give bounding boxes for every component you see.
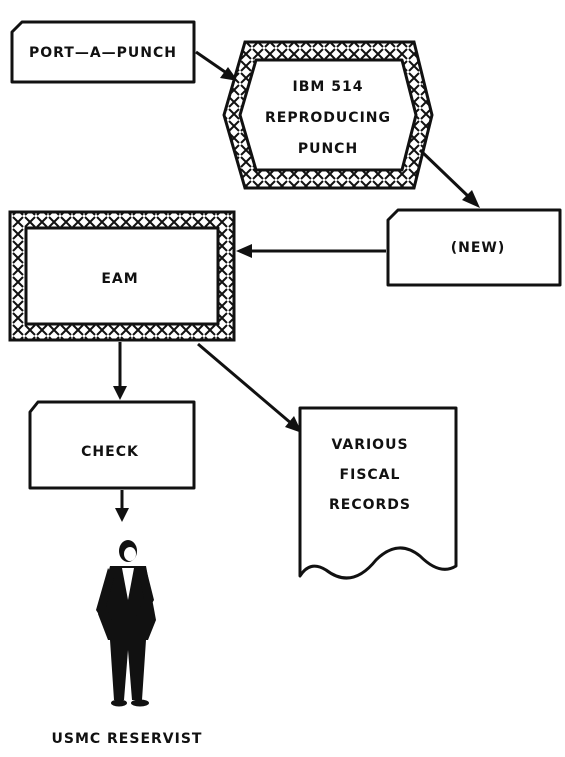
arrow-eam-to-fiscal-records <box>197 342 302 433</box>
arrow-eam-to-check <box>113 342 127 400</box>
fiscal-records-line-2: FISCAL <box>340 467 401 483</box>
eam-label: EAM <box>101 271 138 287</box>
ibm-514-line-1: IBM 514 <box>293 79 364 95</box>
ibm-514-line-2: REPRODUCING <box>265 110 391 126</box>
check-label: CHECK <box>81 444 139 460</box>
eam-machine: EAM <box>8 210 236 342</box>
ibm-514-line-3: PUNCH <box>298 141 358 157</box>
fiscal-records-line-1: VARIOUS <box>331 437 408 453</box>
arrow-new-to-eam <box>236 244 386 258</box>
arrow-ibm514-to-new <box>418 148 480 208</box>
reservist-figure-icon <box>96 540 156 707</box>
port-a-punch-card: PORT—A—PUNCH <box>10 20 196 84</box>
new-card: (NEW) <box>386 208 562 287</box>
arrow-check-to-reservist <box>115 490 129 522</box>
fiscal-records-line-3: RECORDS <box>329 497 411 513</box>
reservist-label: USMC RESERVIST <box>52 731 203 747</box>
port-a-punch-label: PORT—A—PUNCH <box>29 45 177 61</box>
check-card: CHECK <box>28 400 196 490</box>
fiscal-records-document: VARIOUS FISCAL RECORDS <box>298 406 458 580</box>
ibm-514-reproducing-punch: IBM 514 REPRODUCING PUNCH <box>222 40 434 190</box>
new-card-label: (NEW) <box>451 240 506 256</box>
arrow-punch-to-ibm514 <box>195 50 238 81</box>
